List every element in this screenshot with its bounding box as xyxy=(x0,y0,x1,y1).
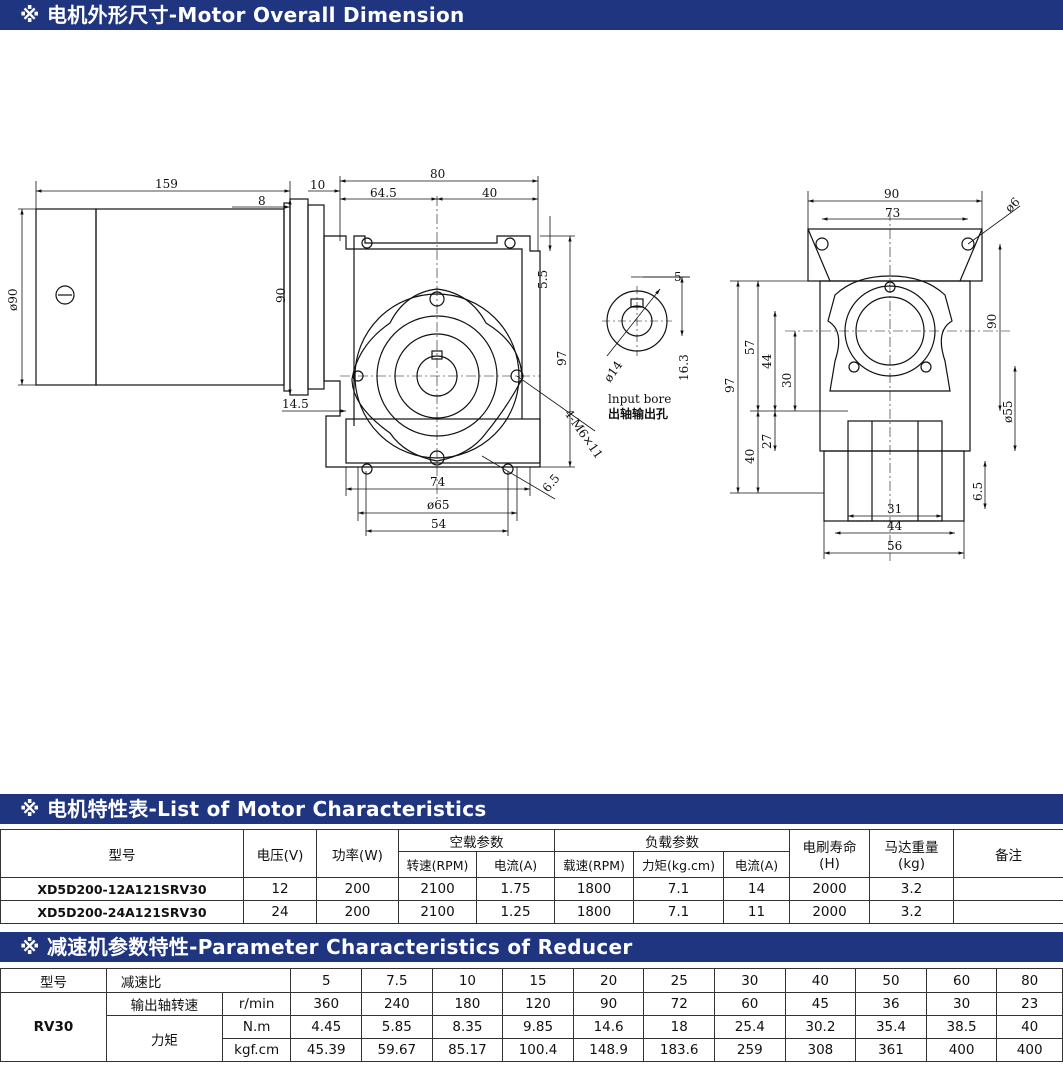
table-row: XD5D200-24A121SRV30 24 200 2100 1.25 180… xyxy=(0,900,1063,924)
side-dim-6-5: 6.5 xyxy=(971,482,985,501)
reducer-torque-unit-kgf: kgf.cm xyxy=(221,1038,292,1062)
side-dim-44: 44 xyxy=(760,353,774,369)
dim-80: 80 xyxy=(430,167,445,181)
dim-5-5: 5.5 xyxy=(536,270,550,289)
dim-54: 54 xyxy=(431,517,447,531)
bore-16-3: 16.3 xyxy=(677,354,691,381)
header-remark: 备注 xyxy=(953,829,1063,878)
reducer-torque-unit-nm: N.m xyxy=(221,1015,292,1039)
input-bore-detail xyxy=(602,276,690,357)
side-dim-40: 40 xyxy=(743,449,757,464)
side-dim-phi6: ø6 xyxy=(1002,195,1022,215)
dimension-section-title: ※ 电机外形尺寸-Motor Overall Dimension xyxy=(0,0,1063,30)
side-dim-90-top: 90 xyxy=(884,187,899,201)
bore-5: 5 xyxy=(674,270,682,284)
reducer-characteristics-table: 型号 减速比 5 7.5 10 15 20 25 30 40 50 60 80 … xyxy=(0,968,1063,1062)
front-dimension-lines xyxy=(18,176,596,536)
reducer-model: RV30 xyxy=(0,992,107,1062)
table-row: RV30 输出轴转速 r/min 360 240 180 120 90 72 6… xyxy=(0,992,1063,1062)
side-dim-31: 31 xyxy=(887,502,902,516)
dimension-labels: 159 10 80 8 64.5 40 90 ø90 5.5 97 14.5 4… xyxy=(6,167,1023,553)
side-dim-90-vertical: 90 xyxy=(985,314,999,329)
side-dimension-lines xyxy=(730,191,1021,559)
header-model: 型号 xyxy=(0,829,244,878)
side-dim-97: 97 xyxy=(723,378,737,393)
header-current-noload: 电流(A) xyxy=(476,851,555,878)
dim-10: 10 xyxy=(310,178,325,192)
side-dim-30: 30 xyxy=(780,373,794,388)
side-dim-57: 57 xyxy=(743,340,757,355)
dim-6-5: 6.5 xyxy=(540,471,563,495)
table-row: 力矩 N.m 4.45 5.85 8.35 9.85 14.6 18 25.4 … xyxy=(1,1015,1063,1062)
side-dim-27: 27 xyxy=(760,434,774,449)
header-speed-load: 载速(RPM) xyxy=(554,851,634,878)
header-brush-life: 电刷寿命(H) xyxy=(789,829,871,878)
dim-4m6: 4-M6×11 xyxy=(562,407,606,462)
header-power: 功率(W) xyxy=(316,829,399,878)
front-view xyxy=(35,196,541,501)
side-dim-56: 56 xyxy=(887,539,902,553)
reducer-model-label: 型号 xyxy=(0,968,107,993)
reducer-speed-label: 输出轴转速 xyxy=(105,992,223,1016)
reducer-torque-label: 力矩 xyxy=(105,1015,223,1062)
bore-label-en: lnput bore xyxy=(608,392,671,406)
side-view xyxy=(785,211,1010,561)
dim-97: 97 xyxy=(555,351,569,366)
header-current-load: 电流(A) xyxy=(722,851,791,878)
table-row: XD5D200-12A121SRV30 12 200 2100 1.75 180… xyxy=(0,877,1063,901)
motor-dimension-drawing: 159 10 80 8 64.5 40 90 ø90 5.5 97 14.5 4… xyxy=(6,167,1023,561)
dim-40-top: 40 xyxy=(482,186,497,200)
reducer-speed-unit: r/min xyxy=(221,992,292,1016)
header-noload: 空载参数 xyxy=(398,829,555,852)
dim-159: 159 xyxy=(155,177,178,191)
side-dim-44-h: 44 xyxy=(887,519,903,533)
side-dim-73: 73 xyxy=(885,206,900,220)
dim-8: 8 xyxy=(258,194,266,208)
dim-phi90: ø90 xyxy=(6,289,20,312)
reducer-ratio-label: 减速比 xyxy=(105,968,292,993)
dim-64-5: 64.5 xyxy=(370,186,397,200)
reducer-characteristics-title: ※ 减速机参数特性-Parameter Characteristics of R… xyxy=(0,932,1063,962)
table-row: kgf.cm 45.39 59.67 85.17 100.4 148.9 183… xyxy=(1,1038,1063,1062)
table-row: 型号 减速比 5 7.5 10 15 20 25 30 40 50 60 80 xyxy=(0,968,1063,993)
header-load: 负载参数 xyxy=(553,829,791,852)
header-torque: 力矩(kg.cm) xyxy=(633,851,724,878)
motor-characteristics-table: 型号 电压(V) 功率(W) 空载参数 负载参数 电刷寿命(H) 马达重量(kg… xyxy=(0,829,1063,924)
bore-phi14: ø14 xyxy=(601,358,626,385)
side-dim-phi55: ø55 xyxy=(1001,401,1015,424)
dim-90-vertical: 90 xyxy=(274,288,288,303)
header-speed-noload: 转速(RPM) xyxy=(398,851,477,878)
header-weight: 马达重量(kg) xyxy=(869,829,955,878)
bore-label-cn: 出轴输出孔 xyxy=(608,406,668,421)
dim-phi65: ø65 xyxy=(427,498,450,512)
dim-14-5: 14.5 xyxy=(282,397,309,411)
header-voltage: 电压(V) xyxy=(243,829,317,878)
motor-characteristics-title: ※ 电机特性表-List of Motor Characteristics xyxy=(0,794,1063,824)
dim-74: 74 xyxy=(430,475,446,489)
